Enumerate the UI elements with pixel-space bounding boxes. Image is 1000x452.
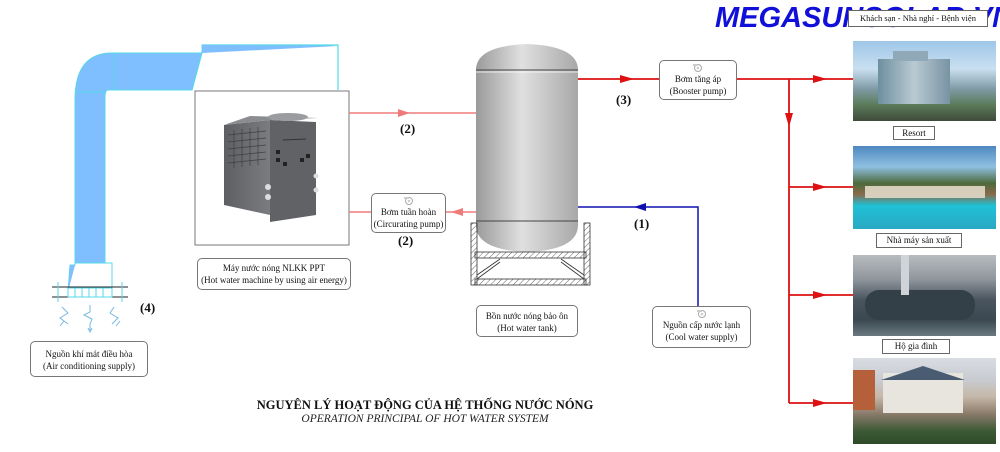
fan-icon xyxy=(59,305,121,334)
tank-icon xyxy=(476,44,578,252)
heat-pump-label-vi: Máy nước nóng NLKK PPT xyxy=(222,263,326,273)
consumer-label-factory: Nhà máy sản xuất xyxy=(876,233,962,248)
heat-pump-label-en: (Hot water machine by using air energy) xyxy=(201,275,347,285)
air-conditioning-supply-label-vi: Nguồn khí mát điều hòa xyxy=(45,349,133,359)
hotel-roof-shape xyxy=(893,51,928,61)
flow-number-hot-out: (3) xyxy=(616,92,632,107)
hot-water-tank-label-vi: Bồn nước nóng bảo ôn xyxy=(485,311,569,321)
air-duct xyxy=(52,44,339,302)
pump-icon xyxy=(693,64,702,72)
pipe-circulation xyxy=(349,208,476,216)
pipe-hot-from-pump xyxy=(349,109,476,117)
hotel-building-shape xyxy=(878,59,950,104)
heat-pump-label: Máy nước nóng NLKK PPT (Hot water machin… xyxy=(197,258,351,290)
circulating-pump-label-vi: Bơm tuần hoàn xyxy=(380,207,437,217)
flow-number-hot-from-pump: (2) xyxy=(400,121,416,136)
circulating-pump[interactable]: Bơm tuần hoàn (Circurating pump) xyxy=(371,193,446,233)
pipe-cold-water xyxy=(578,203,699,308)
hotel-building-photo xyxy=(853,41,996,121)
booster-pump-label-en: (Booster pump) xyxy=(669,86,727,96)
circulating-pump-label-en: (Circurating pump) xyxy=(373,219,444,229)
consumer-label-household: Hộ gia đình xyxy=(882,339,950,354)
flow-number-cold-in: (1) xyxy=(634,216,650,231)
consumer-label-hotel: Khách sạn - Nhà nghỉ - Bệnh viện xyxy=(848,10,988,27)
air-conditioning-supply-label-en: (Air conditioning supply) xyxy=(43,361,135,371)
hot-water-tank-label: Bồn nước nóng bảo ôn (Hot water tank) xyxy=(476,305,578,337)
house-roof-shape xyxy=(881,366,965,380)
resort-pool-photo xyxy=(853,146,996,229)
resort-deck-shape xyxy=(865,186,985,198)
cool-water-supply[interactable]: Nguồn cấp nước lạnh (Cool water supply) xyxy=(652,306,751,348)
diagram-subtitle: OPERATION PRINCIPAL OF HOT WATER SYSTEM xyxy=(301,413,549,425)
heat-pump-unit-image xyxy=(224,113,319,222)
tank-stand xyxy=(470,222,591,286)
pump-icon xyxy=(403,197,413,205)
booster-pump[interactable]: Bơm tăng áp (Booster pump) xyxy=(659,60,737,100)
flow-arrows xyxy=(620,75,827,407)
diagram-title: NGUYÊN LÝ HOẠT ĐỘNG CỦA HỆ THỐNG NƯỚC NÓ… xyxy=(256,398,594,412)
neighbor-house-shape xyxy=(853,370,875,410)
pump-icon xyxy=(696,310,706,318)
family-house-photo xyxy=(853,358,996,444)
booster-pump-label-vi: Bơm tăng áp xyxy=(674,74,722,84)
air-conditioning-supply-label: Nguồn khí mát điều hòa (Air conditioning… xyxy=(30,341,148,377)
consumer-label-resort: Resort xyxy=(893,126,935,140)
cool-water-supply-label-en: (Cool water supply) xyxy=(665,332,738,342)
chimney-shape xyxy=(901,255,909,295)
cool-water-supply-label-vi: Nguồn cấp nước lạnh xyxy=(662,320,741,330)
flow-number-circulation: (2) xyxy=(398,233,414,248)
factory-boiler-photo xyxy=(853,255,996,336)
pipe-hot-out xyxy=(578,78,853,404)
hot-water-tank-label-en: (Hot water tank) xyxy=(497,323,557,333)
boiler-shape xyxy=(865,290,975,320)
flow-number-air: (4) xyxy=(140,300,156,315)
